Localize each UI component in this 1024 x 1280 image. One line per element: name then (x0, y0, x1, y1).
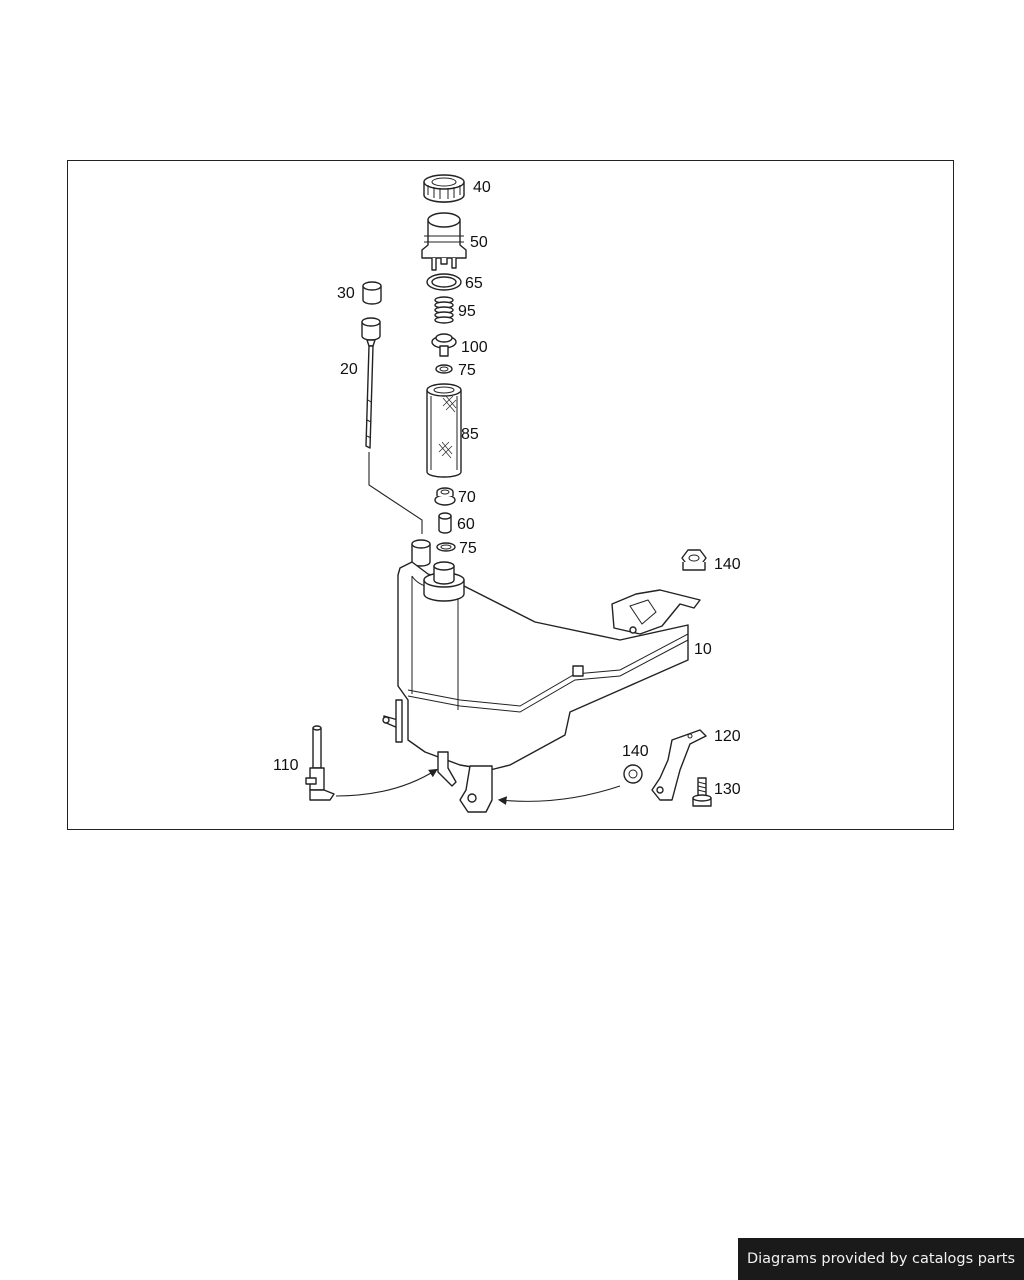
part-75-seal-upper (435, 364, 453, 374)
callout-70: 70 (458, 489, 476, 506)
callout-75-lower: 75 (459, 540, 477, 557)
part-140-nut-lower (623, 764, 643, 784)
callout-40: 40 (473, 179, 491, 196)
callout-60: 60 (457, 516, 475, 533)
callout-75-upper: 75 (458, 362, 476, 379)
part-120-bracket (651, 729, 707, 801)
callout-65: 65 (465, 275, 483, 292)
callout-20: 20 (340, 361, 358, 378)
part-70-grommet (434, 487, 456, 506)
diagram-frame (67, 160, 954, 830)
part-10-reservoir-tank (382, 539, 701, 813)
part-85-filter-element (426, 383, 462, 478)
arrow-110-to-tank (335, 768, 438, 797)
callout-95: 95 (458, 303, 476, 320)
footer-credit-badge: Diagrams provided by catalogs parts (738, 1238, 1024, 1280)
callout-140-lower: 140 (622, 743, 649, 760)
part-50-filler-insert (421, 212, 467, 271)
callout-140-upper: 140 (714, 556, 741, 573)
part-65-o-ring (426, 273, 462, 291)
callout-120: 120 (714, 728, 741, 745)
part-60-sleeve (438, 512, 452, 534)
callout-10: 10 (694, 641, 712, 658)
callout-100: 100 (461, 339, 488, 356)
arrow-bracket-to-tank (497, 785, 621, 806)
callout-130: 130 (714, 781, 741, 798)
part-30-dipstick-cap (362, 281, 382, 305)
part-20-dipstick (361, 317, 381, 449)
part-75-seal-lower (436, 542, 456, 552)
leader-line-dipstick (368, 452, 423, 534)
part-140-nut-upper (681, 549, 707, 571)
callout-110: 110 (273, 757, 299, 774)
part-100-valve (431, 333, 457, 357)
callout-30: 30 (337, 285, 355, 302)
callout-85: 85 (461, 426, 479, 443)
callout-50: 50 (470, 234, 488, 251)
part-110-hose-fitting (305, 725, 335, 801)
part-40-cap-ring (423, 174, 465, 203)
part-95-spring (434, 296, 454, 324)
part-130-bolt (692, 777, 712, 807)
